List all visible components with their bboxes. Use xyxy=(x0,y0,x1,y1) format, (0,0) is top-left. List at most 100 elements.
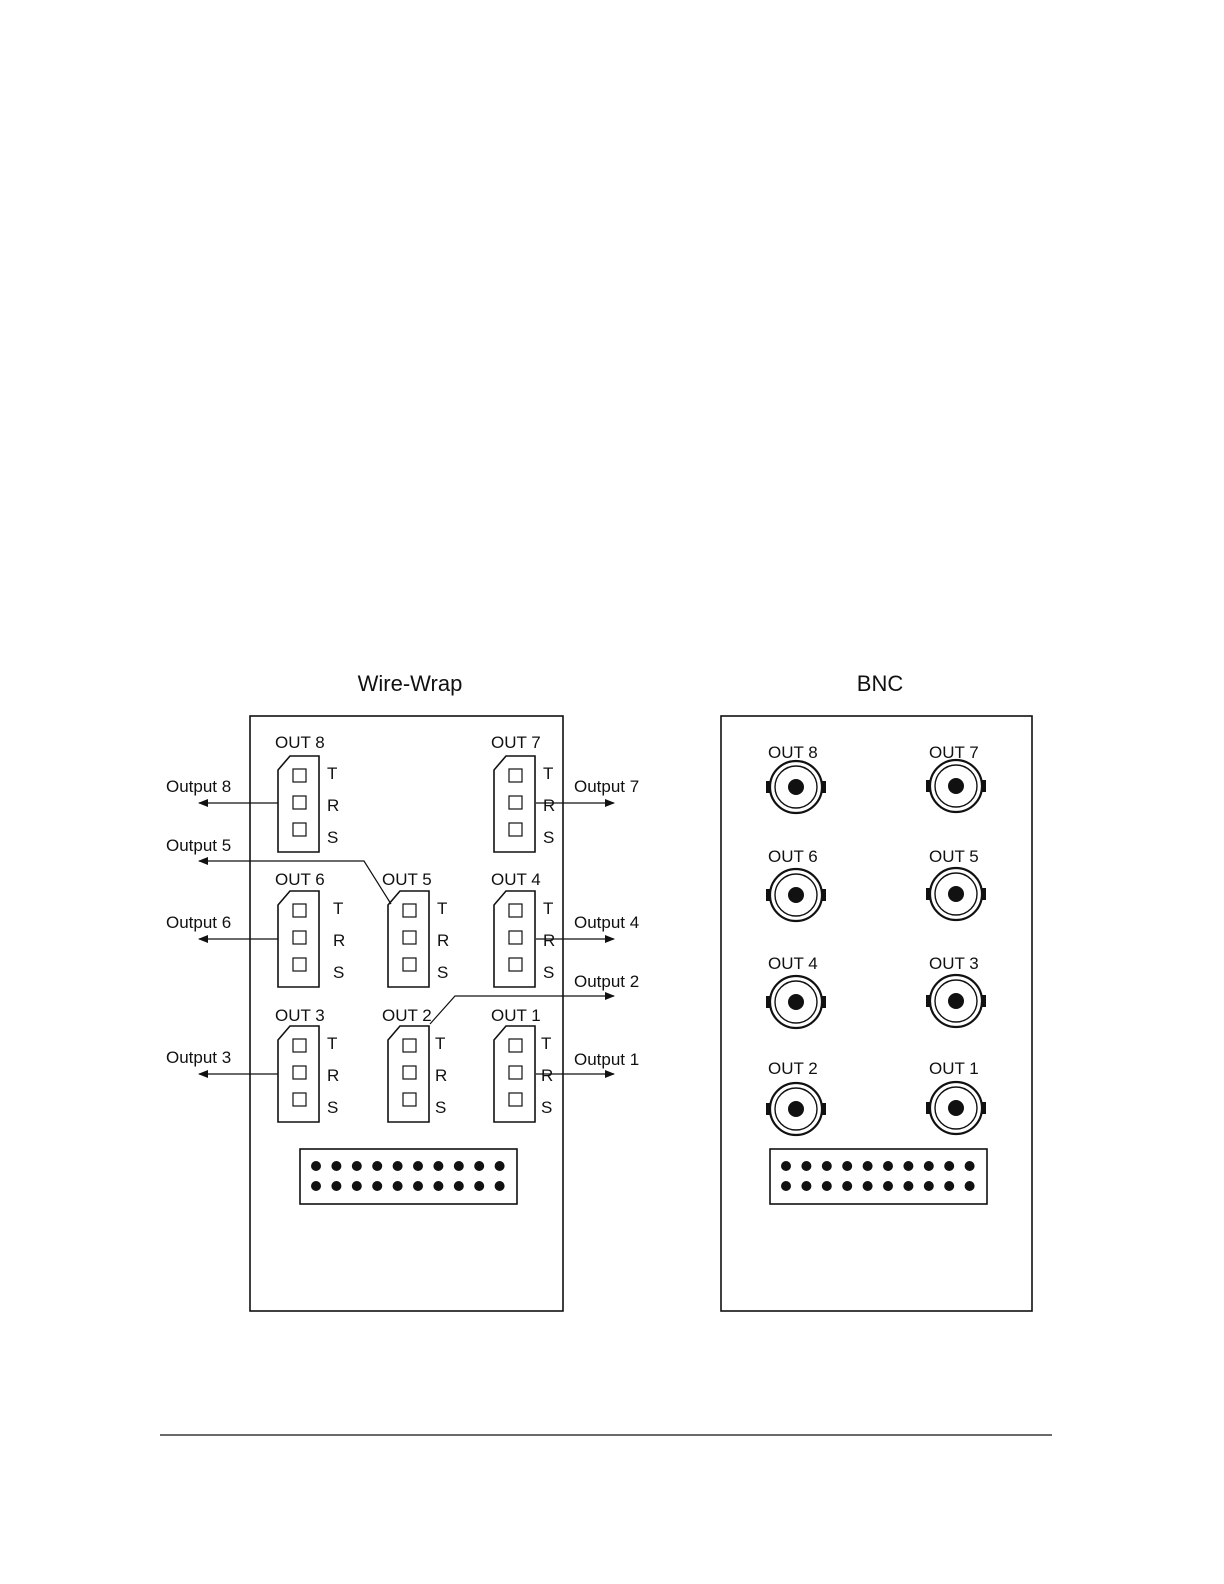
header-pin xyxy=(474,1161,484,1171)
header-pin xyxy=(883,1161,893,1171)
header-pin xyxy=(842,1161,852,1171)
bnc-jack-out4 xyxy=(766,976,826,1028)
bnc-jack-out6 xyxy=(766,869,826,921)
wirewrap-pin xyxy=(509,1066,522,1079)
bnc-label-out1: OUT 1 xyxy=(929,1059,979,1078)
ww-connector-out8: TRS xyxy=(278,756,339,852)
header-pin xyxy=(781,1181,791,1191)
header-pin xyxy=(454,1161,464,1171)
wirewrap-pin xyxy=(293,931,306,944)
bnc-jack-out2 xyxy=(766,1083,826,1135)
wirewrap-pin xyxy=(509,1093,522,1106)
wirewrap-pin xyxy=(293,1093,306,1106)
pin-letter: T xyxy=(327,1034,337,1053)
label-output3: Output 3 xyxy=(166,1048,231,1067)
wirewrap-pin xyxy=(293,958,306,971)
label-output5: Output 5 xyxy=(166,836,231,855)
ww-label-out7: OUT 7 xyxy=(491,733,541,752)
wirewrap-pin xyxy=(293,769,306,782)
header-pin xyxy=(372,1181,382,1191)
header-pin xyxy=(311,1161,321,1171)
connector-housing xyxy=(388,1026,429,1122)
wirewrap-pin xyxy=(509,796,522,809)
connector-housing xyxy=(278,756,319,852)
connector-housing xyxy=(278,1026,319,1122)
header-pin xyxy=(474,1181,484,1191)
header-pin xyxy=(413,1181,423,1191)
ww-label-out3: OUT 3 xyxy=(275,1006,325,1025)
header-pin xyxy=(965,1161,975,1171)
pin-letter: T xyxy=(543,899,553,918)
header-pin xyxy=(393,1181,403,1191)
ww-connector-out2: TRS xyxy=(388,1026,447,1122)
header-pin xyxy=(495,1161,505,1171)
ww-label-out4: OUT 4 xyxy=(491,870,541,889)
header-pin xyxy=(372,1161,382,1171)
pin-letter: T xyxy=(327,764,337,783)
connector-housing xyxy=(494,756,535,852)
pin-letter: R xyxy=(333,931,345,950)
ww-connector-out6: TRS xyxy=(278,891,345,987)
connector-housing xyxy=(494,891,535,987)
wirewrap-pin xyxy=(509,958,522,971)
bnc-jack-out3 xyxy=(926,975,986,1027)
header-pin xyxy=(311,1181,321,1191)
header-pin xyxy=(822,1161,832,1171)
bnc-label-out6: OUT 6 xyxy=(768,847,818,866)
bnc-centre-pin xyxy=(788,779,804,795)
bnc-jack-out1 xyxy=(926,1082,986,1134)
header-pin xyxy=(331,1181,341,1191)
ww-connector-out5: TRS xyxy=(388,891,449,987)
pin-letter: S xyxy=(543,963,554,982)
connector-housing xyxy=(494,1026,535,1122)
header-pin xyxy=(965,1181,975,1191)
label-output4: Output 4 xyxy=(574,913,639,932)
bnc-centre-pin xyxy=(948,1100,964,1116)
header-pin xyxy=(433,1181,443,1191)
header-pin xyxy=(781,1161,791,1171)
bnc-centre-pin xyxy=(948,993,964,1009)
ww-label-out8: OUT 8 xyxy=(275,733,325,752)
bnc-title: BNC xyxy=(857,671,904,696)
ww-label-out1: OUT 1 xyxy=(491,1006,541,1025)
label-output1: Output 1 xyxy=(574,1050,639,1069)
ww-connector-out7: TRS xyxy=(494,756,555,852)
bnc-centre-pin xyxy=(948,886,964,902)
wirewrap-pin xyxy=(293,796,306,809)
connector-housing xyxy=(278,891,319,987)
wirewrap-pin xyxy=(509,1039,522,1052)
header-pin xyxy=(944,1181,954,1191)
pin-letter: T xyxy=(333,899,343,918)
pin-letter: S xyxy=(541,1098,552,1117)
bnc-centre-pin xyxy=(788,994,804,1010)
bnc-pin-header xyxy=(770,1149,987,1204)
bnc-pin-header-pins xyxy=(781,1161,975,1191)
header-pin xyxy=(903,1161,913,1171)
header-pin xyxy=(801,1161,811,1171)
pin-letter: R xyxy=(437,931,449,950)
wirewrap-pin xyxy=(403,1066,416,1079)
wirewrap-pin xyxy=(293,1039,306,1052)
ww-pin-header-pins xyxy=(311,1161,505,1191)
header-pin xyxy=(863,1161,873,1171)
wirewrap-pin xyxy=(403,904,416,917)
pin-letter: R xyxy=(541,1066,553,1085)
header-pin xyxy=(495,1181,505,1191)
bnc-centre-pin xyxy=(788,1101,804,1117)
bnc-connectors: OUT 8 OUT 7 OUT 6 OUT 5 OUT 4 OUT 3 OUT … xyxy=(766,743,987,1204)
bnc-label-out3: OUT 3 xyxy=(929,954,979,973)
header-pin xyxy=(903,1181,913,1191)
bnc-label-out5: OUT 5 xyxy=(929,847,979,866)
header-pin xyxy=(842,1181,852,1191)
wirewrap-pin xyxy=(509,931,522,944)
wirewrap-pin xyxy=(403,958,416,971)
pin-letter: R xyxy=(543,931,555,950)
header-pin xyxy=(924,1181,934,1191)
pin-letter: S xyxy=(333,963,344,982)
pin-letter: S xyxy=(543,828,554,847)
label-output6: Output 6 xyxy=(166,913,231,932)
bnc-centre-pin xyxy=(788,887,804,903)
bnc-label-out8: OUT 8 xyxy=(768,743,818,762)
pin-letter: R xyxy=(327,796,339,815)
